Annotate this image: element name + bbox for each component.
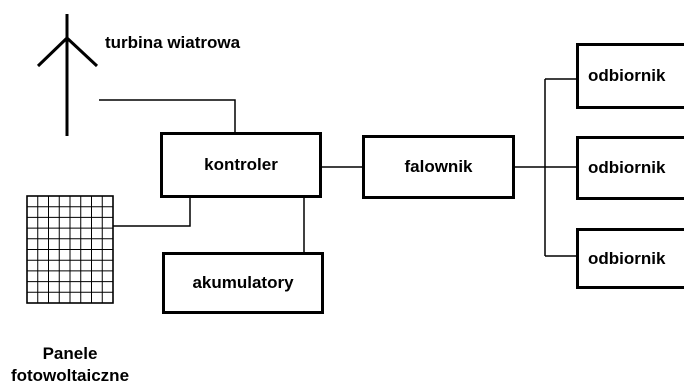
batteries-box: akumulatory xyxy=(162,252,324,314)
inverter-label: falownik xyxy=(404,157,473,176)
receiver-label-2: odbiornik xyxy=(588,158,666,177)
pv-panels-label: Panele fotowoltaiczne xyxy=(0,343,140,385)
solar-panel-icon xyxy=(26,195,114,304)
controller-label: kontroler xyxy=(204,155,278,174)
controller-box: kontroler xyxy=(160,132,322,198)
receiver-box-1: odbiornik xyxy=(576,43,684,109)
pv-label-line2: fotowoltaiczne xyxy=(10,366,130,385)
pv-label-line1: Panele xyxy=(42,344,98,363)
receiver-label-3: odbiornik xyxy=(588,248,666,268)
connector-lines xyxy=(99,78,576,257)
pv-to-controller-line xyxy=(113,198,191,227)
turbine-to-controller-line xyxy=(99,99,236,132)
wind-turbine-label: turbina wiatrowa xyxy=(105,33,241,52)
inverter-box: falownik xyxy=(362,135,515,199)
receiver-label-1: odbiornik xyxy=(588,66,666,85)
batteries-label: akumulatory xyxy=(192,273,294,292)
wind-turbine-icon xyxy=(36,14,99,136)
receiver-box-2: odbiornik xyxy=(576,136,684,200)
receiver-box-3: odbiornik xyxy=(576,228,684,289)
